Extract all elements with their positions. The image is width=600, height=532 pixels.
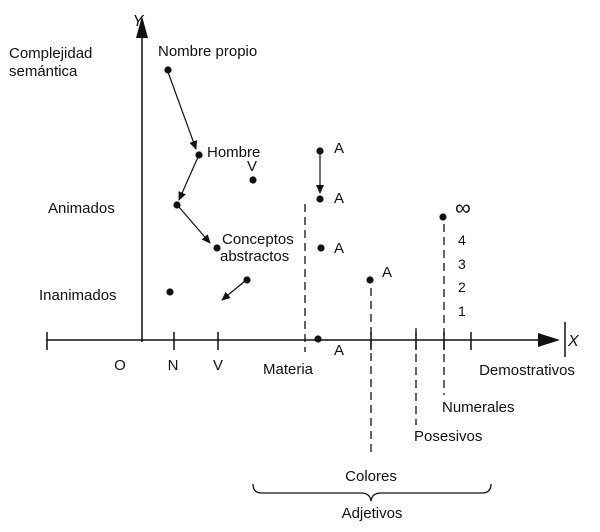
point-a-conceptos xyxy=(317,244,325,252)
label-a-top: A xyxy=(334,140,344,157)
origin-label: O xyxy=(114,357,126,374)
point-numerales xyxy=(439,213,447,221)
x-axis-ticks xyxy=(46,332,472,350)
numerales-infinity: ∞ xyxy=(455,195,471,220)
arrow-to-inanimados xyxy=(221,280,246,301)
category-adjetivos: Adjetivos xyxy=(342,505,403,522)
label-hombre: Hombre xyxy=(207,144,260,161)
category-numerales: Numerales xyxy=(442,399,515,416)
arrow-hombre-to-animados xyxy=(178,156,199,201)
y-axis-arrowhead xyxy=(136,16,148,38)
point-inanimados xyxy=(166,288,174,296)
label-verb-v: V xyxy=(247,158,257,175)
point-a-colores xyxy=(366,276,374,284)
point-a-animados xyxy=(316,195,324,203)
point-conceptos-abstractos xyxy=(213,244,221,252)
category-posesivos: Posesivos xyxy=(414,428,482,445)
label-a-animados: A xyxy=(334,190,344,207)
x-label-v: V xyxy=(213,357,223,374)
label-conceptos-line2: abstractos xyxy=(220,248,289,265)
numerales-value-1: 1 xyxy=(458,303,466,319)
label-a-axis: A xyxy=(334,342,344,359)
numerales-value-3: 3 xyxy=(458,256,466,272)
numerales-value-4: 4 xyxy=(458,232,466,248)
x-axis-letter: X xyxy=(567,333,580,350)
x-label-demostrativos: Demostrativos xyxy=(479,362,575,379)
dashed-guides xyxy=(304,204,445,455)
point-verb-v xyxy=(249,176,257,184)
adjetivos-brace xyxy=(252,483,492,502)
point-a-axis xyxy=(314,335,322,343)
arrow-nombre-to-hombre xyxy=(167,71,198,150)
y-level-inanimados: Inanimados xyxy=(39,287,117,304)
numerales-value-2: 2 xyxy=(458,279,466,295)
x-label-materia: Materia xyxy=(263,361,314,378)
y-axis-letter: Y xyxy=(133,13,145,30)
noun-trajectory xyxy=(167,71,246,301)
label-nombre-propio: Nombre propio xyxy=(158,43,257,60)
x-label-n: N xyxy=(168,357,179,374)
point-hombre xyxy=(195,151,203,159)
label-a-colores: A xyxy=(382,264,392,281)
y-level-animados: Animados xyxy=(48,200,115,217)
point-abstract-transition xyxy=(243,276,251,284)
label-conceptos-line1: Conceptos xyxy=(222,231,294,248)
y-axis-title-line1: Complejidad xyxy=(9,45,92,62)
point-a-top xyxy=(316,147,324,155)
arrow-animados-to-conceptos xyxy=(178,206,211,244)
label-a-conceptos: A xyxy=(334,240,344,257)
category-colores: Colores xyxy=(345,468,397,485)
point-nombre-propio xyxy=(164,66,172,74)
y-axis-title-line2: semántica xyxy=(9,63,78,80)
point-animados xyxy=(173,201,181,209)
x-axis-arrowhead xyxy=(538,333,560,347)
